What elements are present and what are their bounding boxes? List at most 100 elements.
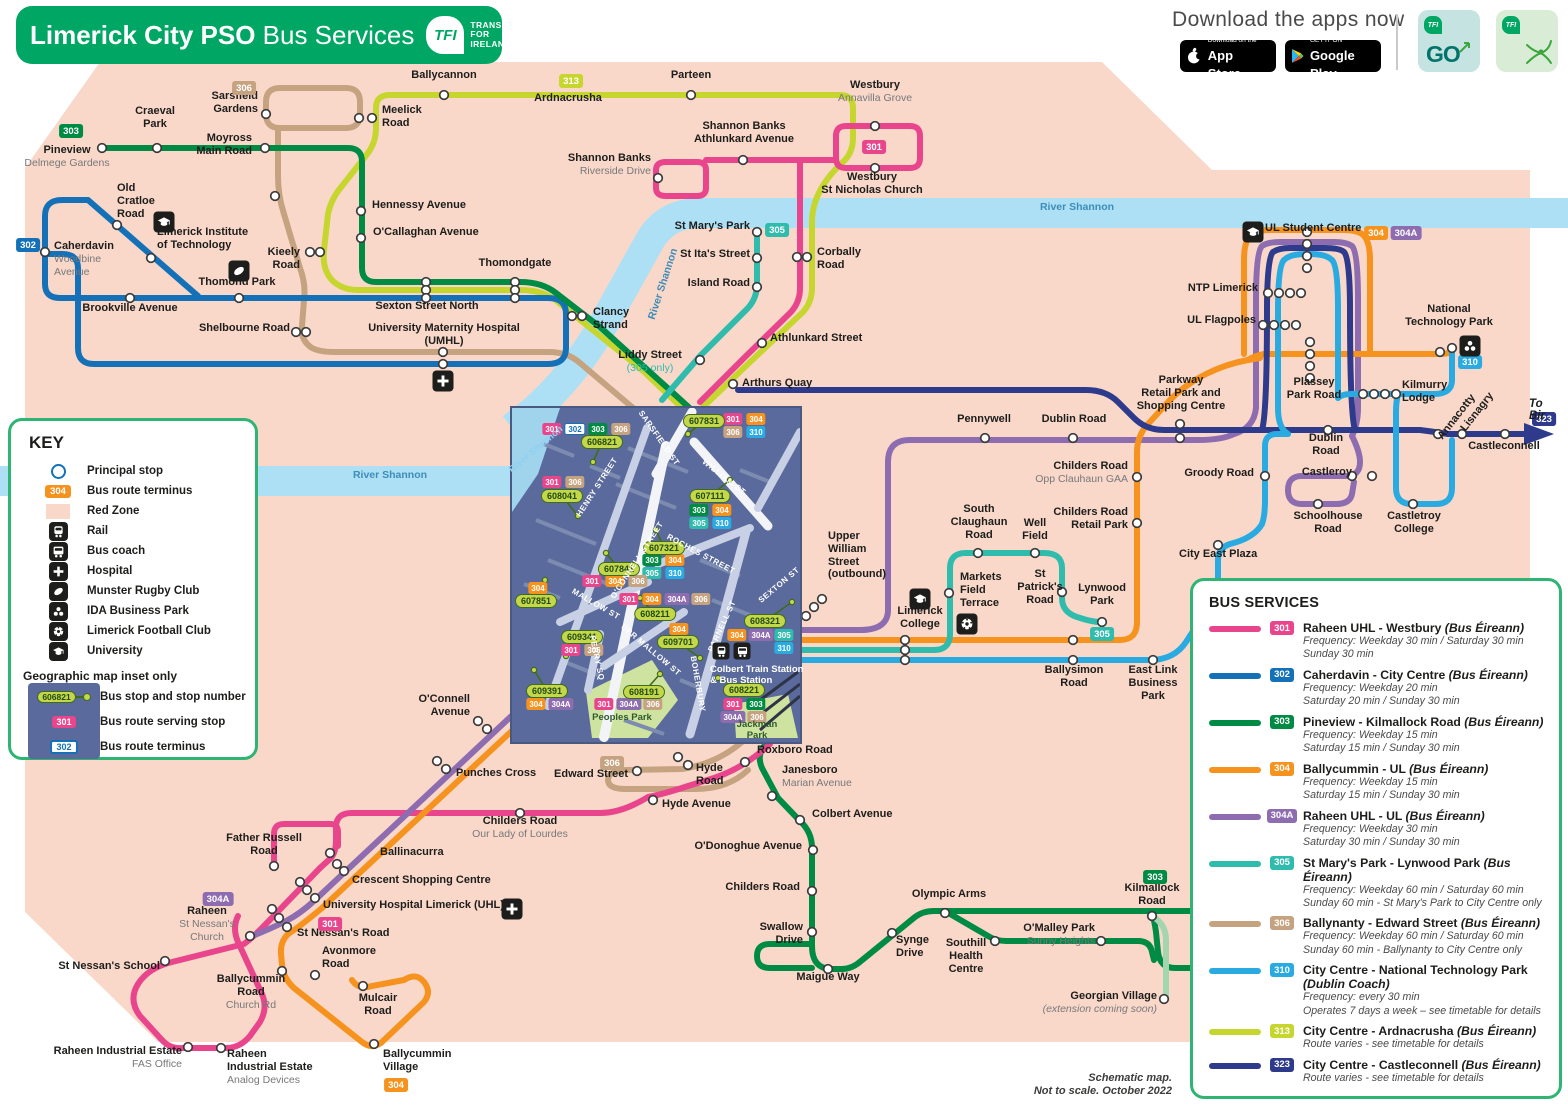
bus-stop bbox=[96, 142, 108, 154]
bus-stop bbox=[899, 654, 911, 666]
univ-icon-box bbox=[48, 641, 68, 661]
route-badge-304: 304 bbox=[528, 582, 548, 594]
bus-stop bbox=[269, 190, 281, 202]
inset-minor-street bbox=[535, 518, 597, 546]
football-icon-box bbox=[48, 621, 68, 641]
key-symbol bbox=[29, 621, 87, 641]
bus-stop bbox=[124, 292, 136, 304]
tfi-logo-words: TRANSPORT FOR IRELAND bbox=[470, 19, 527, 49]
bus-stop bbox=[309, 892, 321, 904]
key-item-label: Bus route terminus bbox=[87, 485, 193, 497]
inset-street bbox=[556, 578, 652, 626]
tfi-logo: TFI TRANSPORT FOR IRELAND bbox=[426, 16, 527, 54]
bus-stop bbox=[631, 765, 643, 777]
inset-street bbox=[707, 527, 751, 663]
route-name-text: City Centre - National Technology Park bbox=[1303, 963, 1528, 978]
stop-leader bbox=[75, 695, 83, 698]
route-terminus-badge-302: 302 bbox=[50, 739, 78, 754]
bus-stop bbox=[1304, 372, 1316, 384]
route-color-line bbox=[1209, 860, 1261, 867]
route-name-text: City Centre - Ardnacrusha bbox=[1303, 1024, 1454, 1039]
rail-icon-box bbox=[48, 521, 68, 541]
bus-stop bbox=[1434, 346, 1446, 358]
route-frequency-line: Frequency: every 30 min bbox=[1303, 991, 1420, 1004]
bus-stop bbox=[420, 292, 432, 304]
bus-stop bbox=[886, 927, 898, 939]
route-color-line bbox=[1209, 921, 1261, 928]
inset-street bbox=[544, 424, 651, 710]
route-description: Caherdavin - City Centre (Bus Éireann)Fr… bbox=[1303, 668, 1528, 708]
route-badge-304: 304 bbox=[712, 504, 732, 516]
bus-stop bbox=[440, 763, 452, 775]
bus-stop bbox=[509, 292, 521, 304]
bus-stop bbox=[437, 346, 449, 358]
route-name-text: Ballynanty - Edward Street bbox=[1303, 916, 1458, 931]
route-frequency-line: Saturday 30 min / Sunday 30 min bbox=[1303, 835, 1460, 848]
map-footnote: Schematic map. Not to scale. October 202… bbox=[1033, 1072, 1172, 1097]
route-operator: (Bus Éireann) bbox=[1464, 714, 1544, 729]
tfi-go-tile[interactable]: TFI GO bbox=[1418, 10, 1480, 72]
route-line-306 bbox=[275, 125, 653, 425]
route-badge-301: 301 bbox=[561, 644, 581, 656]
bus-stop bbox=[301, 884, 313, 896]
key-item-label: IDA Business Park bbox=[87, 605, 189, 617]
stop-point bbox=[602, 549, 610, 557]
tfi-live-tile[interactable]: TFI bbox=[1496, 10, 1558, 72]
bus-stop bbox=[943, 587, 955, 599]
route-description: Raheen UHL - UL (Bus Éireann)Frequency: … bbox=[1303, 809, 1485, 849]
tfi-leaf-icon: TFI bbox=[1424, 16, 1442, 34]
route-badge-310: 310 bbox=[774, 642, 794, 654]
key-item-label: Hospital bbox=[87, 565, 133, 577]
bus-stop bbox=[816, 593, 828, 605]
route-badge-304: 304 bbox=[526, 698, 546, 710]
route-badge-302: 302 bbox=[1270, 667, 1294, 682]
bus-stop bbox=[1379, 388, 1391, 400]
bus-stop bbox=[751, 226, 763, 238]
route-name: Caherdavin - City Centre (Bus Éireann) bbox=[1303, 668, 1528, 682]
key-inset-symbol: 606821 bbox=[28, 690, 100, 703]
football-icon bbox=[53, 626, 63, 636]
route-line-303 bbox=[99, 145, 697, 415]
route-line-306 bbox=[263, 85, 363, 131]
bus-stop bbox=[1301, 262, 1313, 274]
route-operator: (Bus Éireann) bbox=[1461, 1057, 1541, 1072]
route-badge-306: 306 bbox=[643, 698, 663, 710]
bus-stop bbox=[979, 432, 991, 444]
bus-stop-number-pill: 608221 bbox=[722, 683, 766, 697]
route-badge-304: 304 bbox=[642, 593, 662, 605]
route-badge-cell: 303 bbox=[1261, 714, 1303, 755]
bus-stop bbox=[304, 246, 316, 258]
bus-stop bbox=[801, 251, 813, 263]
inset-minor-street bbox=[623, 718, 665, 736]
route-line-310 bbox=[797, 431, 1291, 663]
bus-stop bbox=[576, 310, 588, 322]
key-symbol bbox=[29, 641, 87, 661]
rail-icon bbox=[53, 525, 63, 537]
route-badge-cell: 313 bbox=[1261, 1024, 1303, 1051]
rail-icon bbox=[717, 646, 725, 657]
bus-stop bbox=[39, 246, 51, 258]
bus-stop bbox=[791, 251, 803, 263]
bus-stop bbox=[151, 142, 163, 154]
bus-stop bbox=[647, 794, 659, 806]
route-badge-304A: 304A bbox=[548, 698, 574, 710]
key-item-label: Bus coach bbox=[87, 545, 146, 557]
bus-stop bbox=[1174, 432, 1186, 444]
route-arrow-323 bbox=[1524, 423, 1554, 445]
stop-point bbox=[696, 654, 704, 662]
stop-point bbox=[574, 512, 582, 520]
bus-stop bbox=[300, 326, 312, 338]
route-name-text: Raheen UHL - Westbury bbox=[1303, 621, 1442, 635]
route-color-line bbox=[1209, 672, 1261, 679]
bus-stop bbox=[808, 601, 820, 613]
route-frequency-line: Frequency: Weekday 60 min / Saturday 60 … bbox=[1303, 883, 1524, 896]
bus-stop bbox=[1295, 287, 1307, 299]
inset-minor-street bbox=[679, 678, 701, 690]
principal-stop-symbol bbox=[50, 463, 66, 479]
bus-stop bbox=[355, 232, 367, 244]
